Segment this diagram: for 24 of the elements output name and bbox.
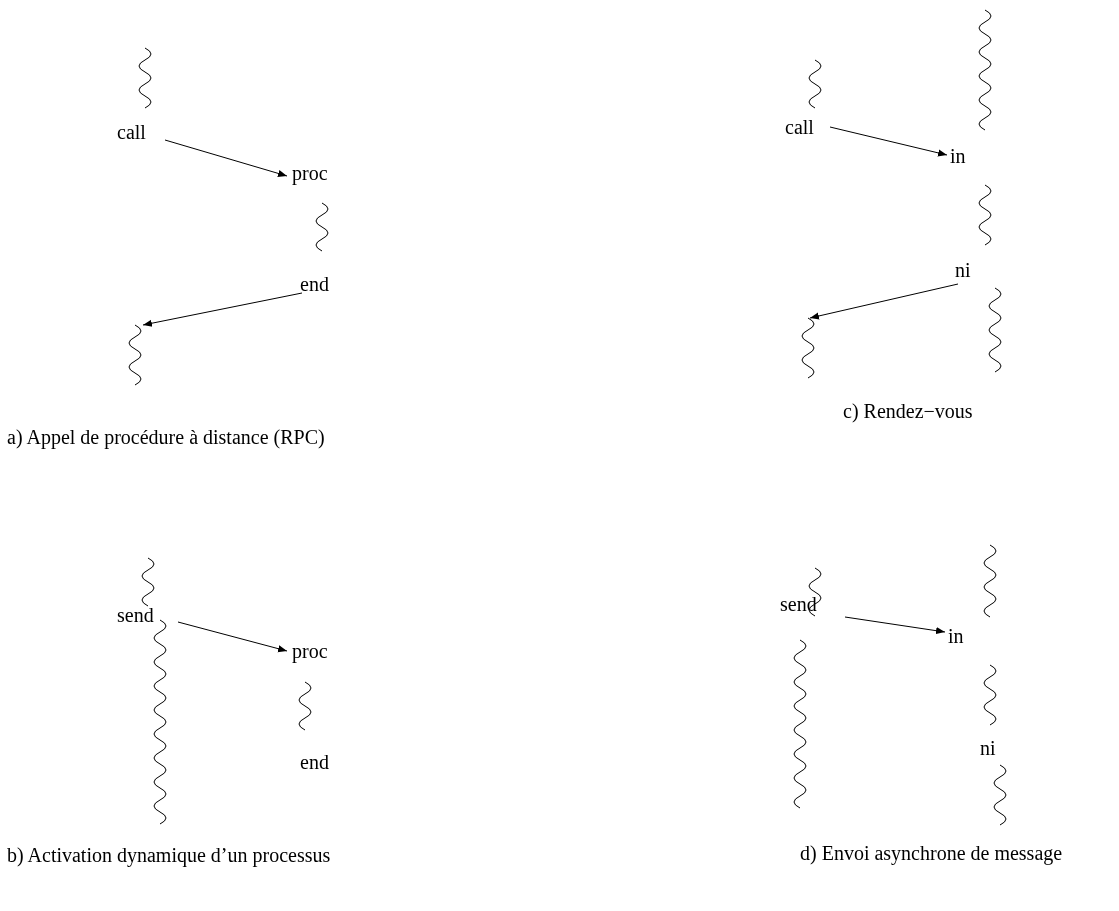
arrow [844, 616, 946, 635]
arrow [142, 292, 303, 327]
thread-line [801, 317, 815, 379]
arrow [829, 126, 948, 157]
keyword-label: call [117, 122, 146, 142]
panel-caption: a) Appel de procédure à distance (RPC) [7, 427, 325, 447]
panel-caption: b) Activation dynamique d’un processus [7, 845, 331, 865]
keyword-label: send [117, 605, 154, 625]
arrow [164, 139, 288, 177]
keyword-label: proc [292, 163, 328, 183]
keyword-label: send [780, 594, 817, 614]
panel-caption: c) Rendez−vous [843, 401, 973, 421]
keyword-label: call [785, 117, 814, 137]
keyword-label: ni [980, 738, 996, 758]
keyword-label: end [300, 274, 329, 294]
panel-caption: d) Envoi asynchrone de message [800, 843, 1063, 863]
keyword-label: end [300, 752, 329, 772]
thread-line [128, 324, 142, 386]
arrow [809, 283, 959, 320]
keyword-label: ni [955, 260, 971, 280]
keyword-label: proc [292, 641, 328, 661]
arrow [177, 621, 288, 653]
keyword-label: in [948, 626, 964, 646]
keyword-label: in [950, 146, 966, 166]
